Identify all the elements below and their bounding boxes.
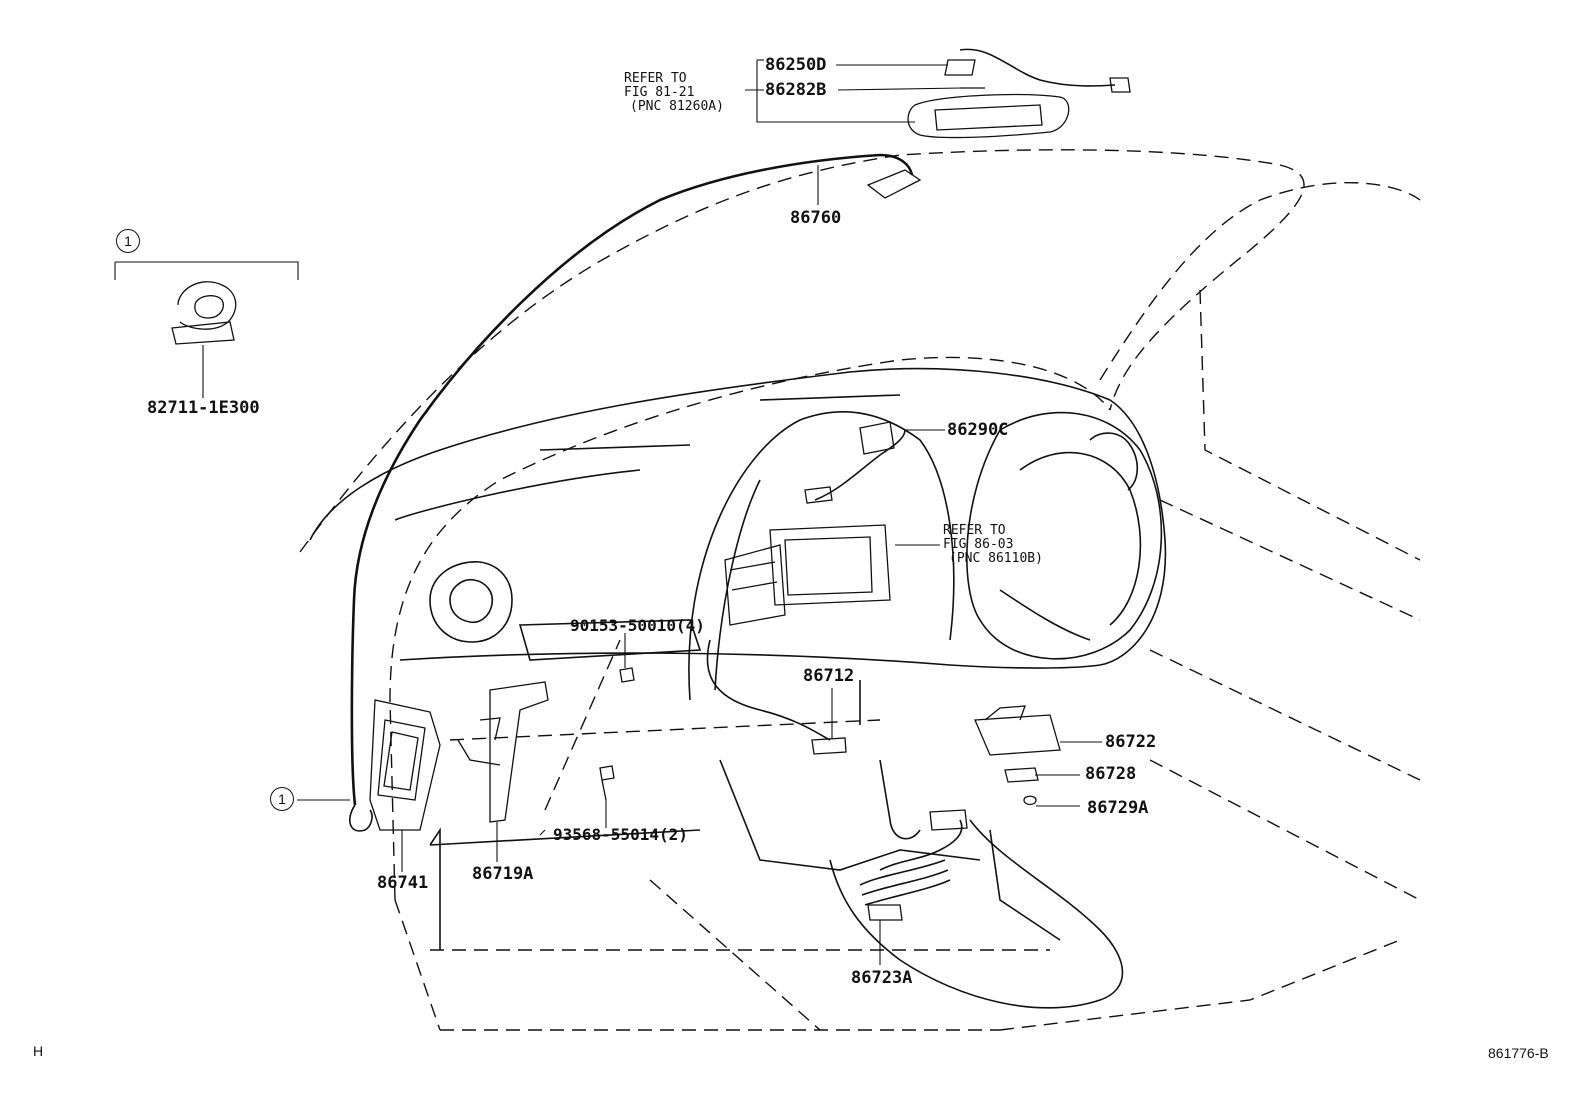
leader-lines: [114, 59, 1102, 965]
antenna-cable: [350, 153, 914, 806]
part-label-90153-50010[interactable]: 90153-50010(4): [570, 616, 705, 635]
part-label-86719A[interactable]: 86719A: [472, 864, 534, 884]
module-86741-icon: [369, 699, 441, 831]
bracket-86728-icon: [1004, 767, 1039, 783]
roof-console-86282B-icon: [907, 93, 1070, 139]
group-marker-1[interactable]: 1: [116, 229, 140, 253]
nut-86729A-icon: [1023, 795, 1037, 806]
part-label-86290C[interactable]: 86290C: [947, 420, 1009, 440]
bracket-86719A-icon: [489, 681, 549, 823]
part-glyphs: [171, 59, 1131, 921]
accessory-cables: [349, 48, 1116, 906]
footer-left-code: H: [33, 1043, 44, 1059]
radio-unit: [724, 524, 891, 626]
figure-number: FIG 86-03: [943, 537, 1014, 552]
part-label-86712[interactable]: 86712: [803, 666, 855, 686]
refer-to-fig-81-21: REFER TO FIG 81-21 (PNC 81260A): [624, 72, 724, 114]
part-label-86723A[interactable]: 86723A: [851, 968, 913, 988]
refer-to-text: REFER TO: [624, 71, 687, 86]
drawing-number: 861776-B: [1488, 1045, 1549, 1061]
dashboard-outline: [309, 367, 1167, 1009]
part-label-93568-55014[interactable]: 93568-55014(2): [553, 825, 688, 844]
harness-marker-1[interactable]: 1: [270, 787, 294, 811]
part-label-86741[interactable]: 86741: [377, 873, 429, 893]
figure-number: FIG 81-21: [624, 85, 695, 100]
refer-to-text: REFER TO: [943, 523, 1006, 538]
clamp-82711-icon: [194, 295, 224, 319]
connector-86712-icon: [811, 737, 847, 755]
part-label-86760[interactable]: 86760: [790, 208, 842, 228]
screw-93568-icon: [599, 765, 615, 781]
part-label-86728[interactable]: 86728: [1085, 764, 1137, 784]
pnc-number: (PNC 86110B): [949, 551, 1043, 566]
refer-to-fig-86-03: REFER TO FIG 86-03 (PNC 86110B): [943, 524, 1043, 566]
connector-86723A-icon: [929, 809, 968, 831]
antenna-clip-icon: [866, 169, 922, 199]
vehicle-outline: [299, 149, 1421, 1031]
part-label-86729A[interactable]: 86729A: [1087, 798, 1149, 818]
part-label-82711-1E300[interactable]: 82711-1E300: [147, 398, 260, 418]
part-label-86282B[interactable]: 86282B: [765, 80, 827, 100]
part-label-86250D[interactable]: 86250D: [765, 55, 827, 75]
plug-icon: [1109, 77, 1131, 93]
clip-90153-icon: [619, 667, 635, 683]
connector-86250D-icon: [944, 59, 976, 76]
pnc-number: (PNC 81260A): [630, 99, 724, 114]
connector-86290C-icon: [859, 421, 895, 455]
part-label-86722[interactable]: 86722: [1105, 732, 1157, 752]
bracket-86722-icon: [974, 714, 1061, 756]
